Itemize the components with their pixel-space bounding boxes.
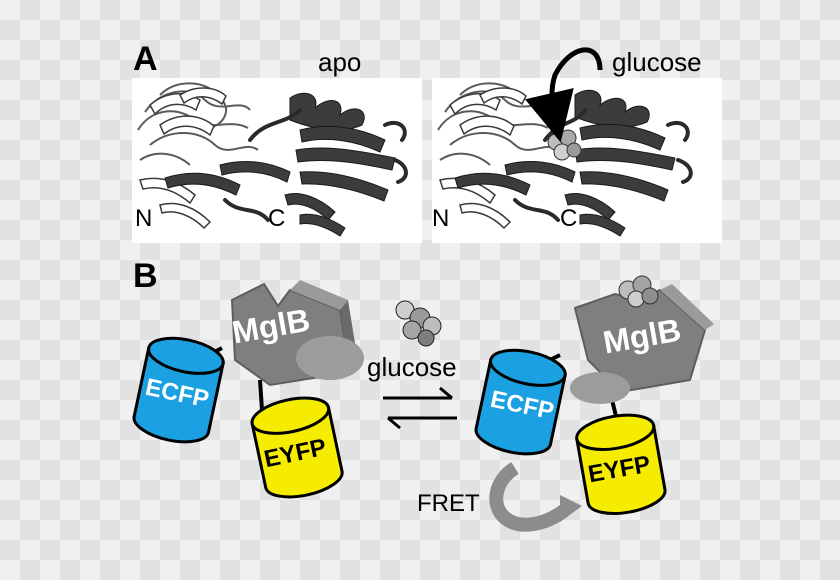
apo-label: apo <box>318 47 362 77</box>
c-terminus-left: C <box>268 205 286 232</box>
sensor-bound <box>474 275 714 532</box>
fret-arrow <box>489 462 570 532</box>
panel-a-label: A <box>133 40 158 78</box>
fret-label: FRET <box>417 490 480 517</box>
sensor-apo <box>132 280 364 499</box>
eyfp-apo <box>250 396 344 499</box>
eyfp-bound <box>575 413 667 515</box>
glucose-structure <box>432 78 722 243</box>
bound-glucose-b <box>618 275 659 308</box>
ecfp-apo <box>132 336 225 444</box>
ligand-label: glucose <box>367 352 457 382</box>
n-terminus-left: N <box>135 205 153 232</box>
mglb-bound <box>570 284 714 404</box>
binding-arrow <box>525 47 603 143</box>
n-terminus-right: N <box>432 205 450 232</box>
equilibrium-arrows <box>383 386 457 430</box>
glucose-state-label: glucose <box>612 47 702 77</box>
apo-structure <box>132 78 422 243</box>
ecfp-bound <box>474 348 567 456</box>
c-terminus-right: C <box>560 205 578 232</box>
free-glucose <box>395 300 442 347</box>
panel-b-label: B <box>133 257 158 295</box>
mglb-apo <box>230 280 364 387</box>
